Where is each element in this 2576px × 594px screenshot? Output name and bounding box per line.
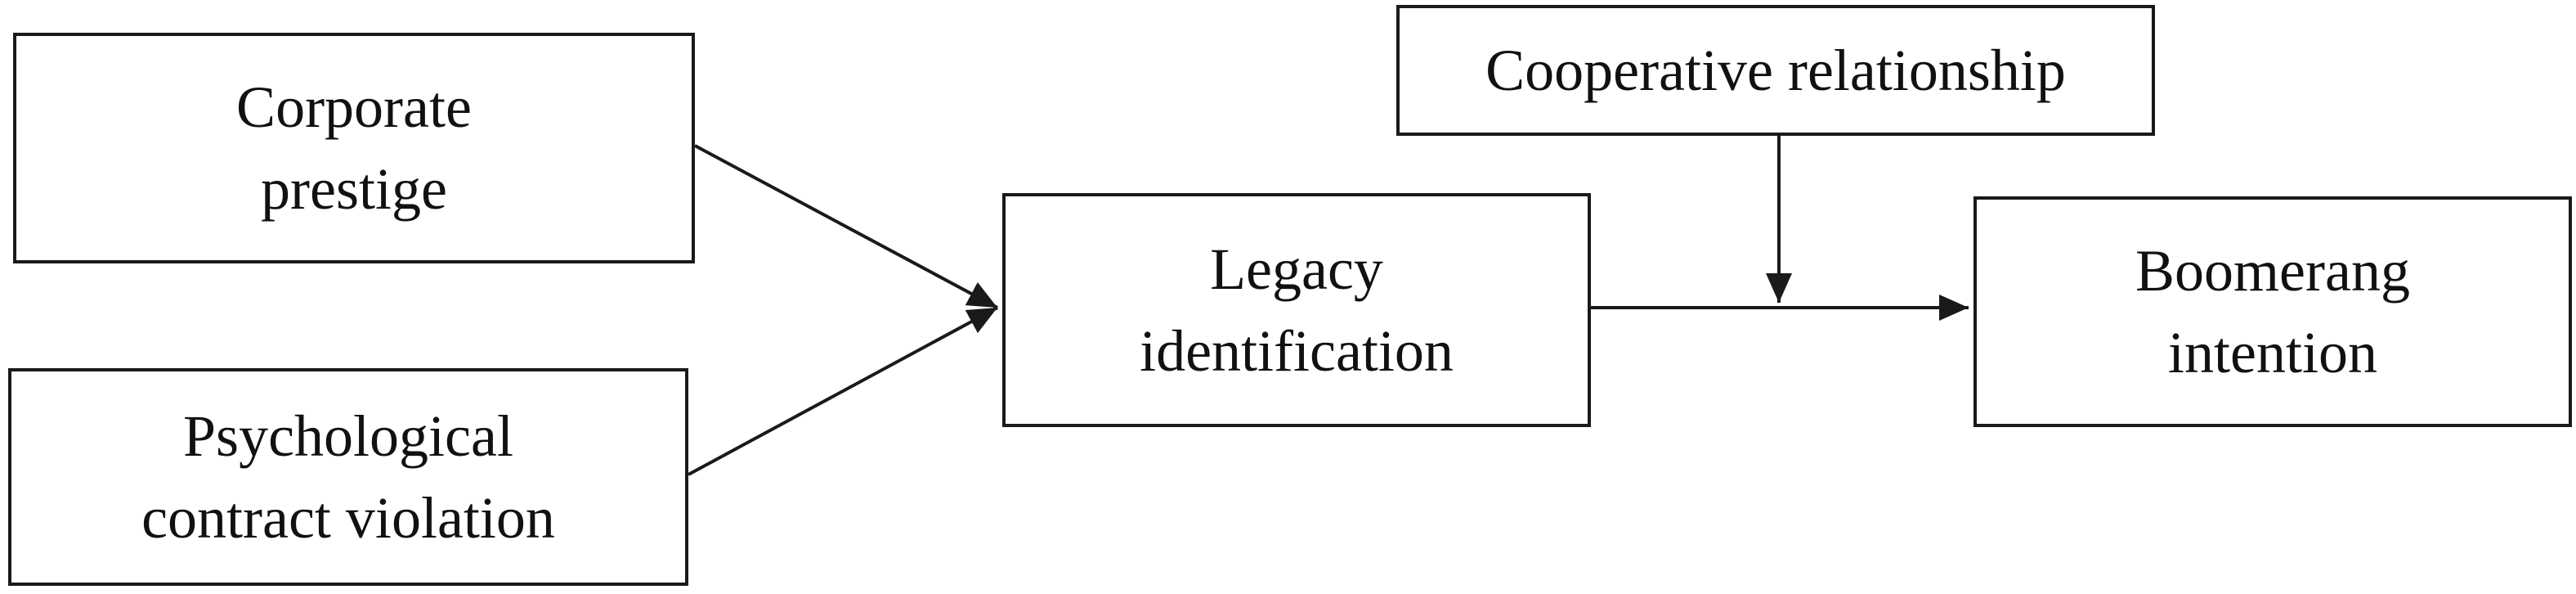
arrow-psych-contract-to-legacy bbox=[688, 306, 998, 476]
node-boomerang-intention: Boomerang intention bbox=[1973, 196, 2572, 427]
node-label-line: intention bbox=[2168, 320, 2377, 385]
node-label-line: prestige bbox=[261, 156, 447, 222]
node-label: Cooperative relationship bbox=[1485, 38, 2066, 103]
node-label-line: Corporate bbox=[236, 74, 472, 140]
node-label-line: contract violation bbox=[141, 485, 555, 551]
node-corporate-prestige: Corporate prestige bbox=[13, 33, 695, 263]
node-psychological-contract-violation: Psychological contract violation bbox=[8, 368, 688, 586]
node-label-line: Boomerang bbox=[2135, 238, 2410, 304]
arrow-prestige-to-legacy bbox=[694, 144, 998, 309]
node-cooperative-relationship: Cooperative relationship bbox=[1396, 5, 2155, 136]
node-label-line: identification bbox=[1140, 318, 1454, 384]
node-label-line: Legacy bbox=[1210, 236, 1383, 302]
node-label-line: Psychological bbox=[183, 403, 513, 469]
node-legacy-identification: Legacy identification bbox=[1002, 193, 1591, 427]
